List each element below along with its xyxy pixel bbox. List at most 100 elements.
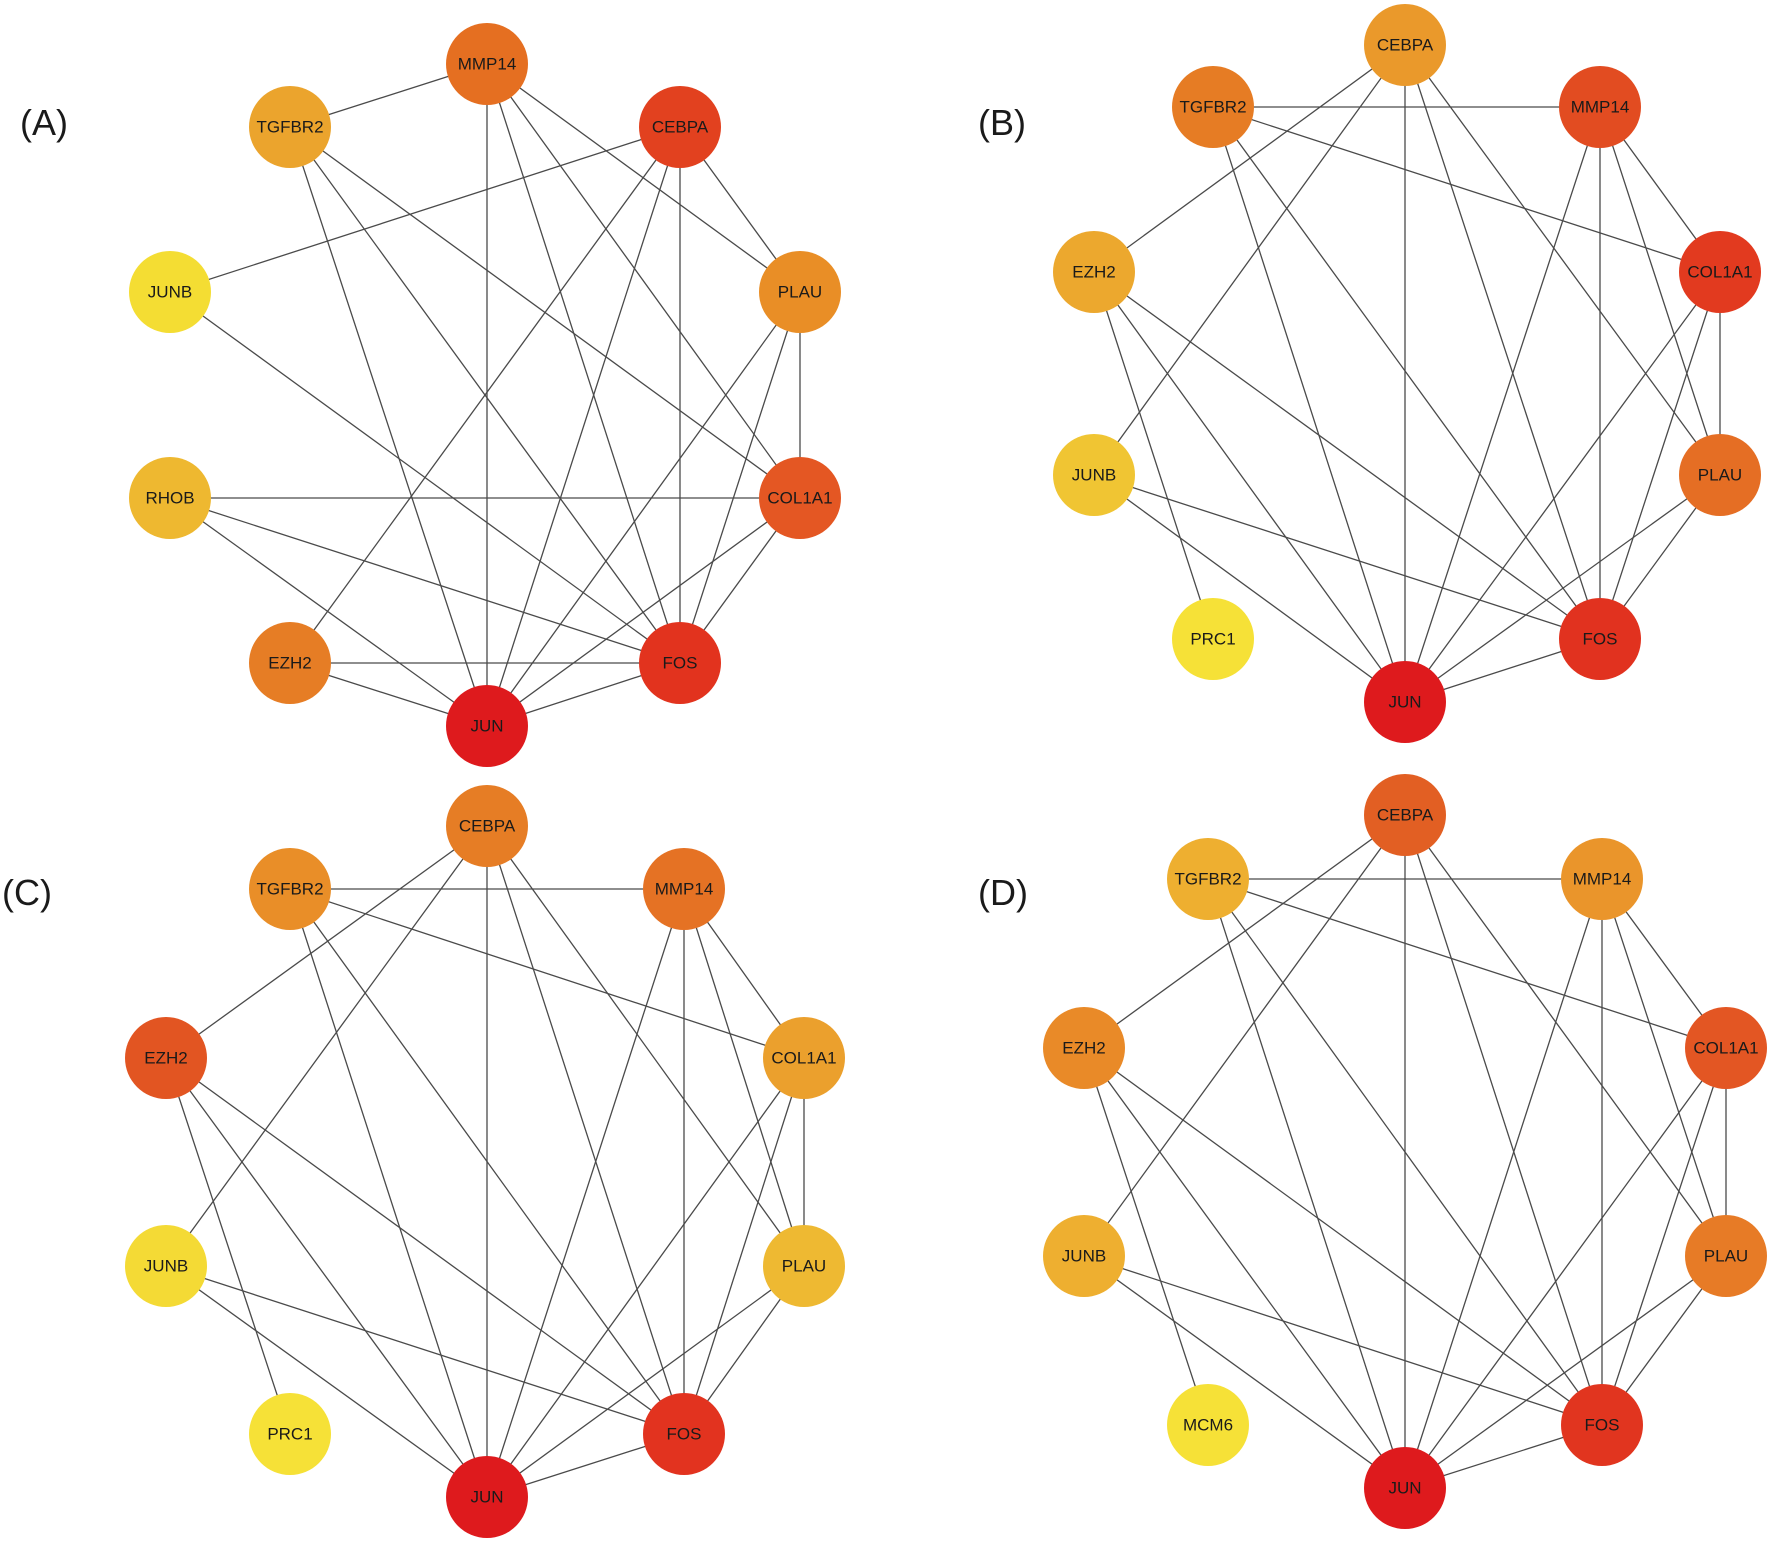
panel-a-node-junb: JUNB xyxy=(129,251,211,333)
panel-b-node-label-plau: PLAU xyxy=(1698,466,1742,485)
panel-d-node-circle-mcm6 xyxy=(1167,1384,1249,1466)
panel-a-node-label-plau: PLAU xyxy=(778,283,822,302)
panel-b-node-label-tgfbr2: TGFBR2 xyxy=(1179,98,1246,117)
panel-c-node-circle-jun xyxy=(446,1456,528,1538)
panel-d-edge-junb-fos xyxy=(1083,1255,1603,1426)
panel-b-edge-junb-fos xyxy=(1093,474,1601,640)
panel-c-node-tgfbr2: TGFBR2 xyxy=(249,848,331,930)
panel-b-edge-col1a1-fos xyxy=(1599,271,1721,640)
panel-a-node-circle-jun xyxy=(446,685,528,767)
panel-c-label: (C) xyxy=(2,872,52,913)
panel-a-node-plau: PLAU xyxy=(759,251,841,333)
panel-a-node-circle-cebpa xyxy=(639,86,721,168)
panel-d-node-circle-fos xyxy=(1561,1384,1643,1466)
panel-d-node-circle-jun xyxy=(1364,1447,1446,1529)
panel-b-edge-cebpa-ezh2 xyxy=(1093,44,1406,273)
panel-b-edge-ezh2-prc1 xyxy=(1093,271,1214,640)
panel-c-node-circle-mmp14 xyxy=(643,848,725,930)
panel-d-edge-ezh2-mcm6 xyxy=(1083,1047,1209,1426)
panel-b-node-label-junb: JUNB xyxy=(1072,466,1116,485)
panel-c-node-label-junb: JUNB xyxy=(144,1257,188,1276)
panel-a-node-cebpa: CEBPA xyxy=(639,86,721,168)
panel-d-edge-cebpa-junb xyxy=(1083,814,1406,1257)
panel-d-node-junb: JUNB xyxy=(1043,1215,1125,1297)
panel-d-node-plau: PLAU xyxy=(1685,1215,1767,1297)
panel-c-edge-junb-jun xyxy=(165,1265,488,1498)
panel-a-node-label-jun: JUN xyxy=(470,717,503,736)
panel-b-node-fos: FOS xyxy=(1559,598,1641,680)
panel-b-node-circle-ezh2 xyxy=(1053,231,1135,313)
panel-b-node-plau: PLAU xyxy=(1679,434,1761,516)
panel-a-node-circle-fos xyxy=(639,622,721,704)
panel-d-node-fos: FOS xyxy=(1561,1384,1643,1466)
panel-c-edge-tgfbr2-jun xyxy=(289,888,488,1498)
panel-a-edge-cebpa-junb xyxy=(169,126,681,293)
panel-d-edge-cebpa-ezh2 xyxy=(1083,814,1406,1049)
panel-b-node-mmp14: MMP14 xyxy=(1559,66,1641,148)
panel-c-node-circle-junb xyxy=(125,1225,207,1307)
panel-b-node-label-fos: FOS xyxy=(1583,630,1618,649)
panel-d-edge-tgfbr2-col1a1 xyxy=(1207,878,1727,1049)
panel-c-node-circle-fos xyxy=(643,1393,725,1475)
panel-a-edge-rhob-fos xyxy=(169,497,681,664)
panel-b-edge-cebpa-junb xyxy=(1093,44,1406,476)
panel-d-edge-ezh2-fos xyxy=(1083,1047,1603,1426)
panel-d-node-circle-mmp14 xyxy=(1561,838,1643,920)
panel-d-node-col1a1: COL1A1 xyxy=(1685,1007,1767,1089)
panel-d-edge-mmp14-plau xyxy=(1601,878,1727,1257)
panel-d-edge-tgfbr2-jun xyxy=(1207,878,1406,1489)
panel-d-node-circle-ezh2 xyxy=(1043,1007,1125,1089)
panel-c-edge-cebpa-ezh2 xyxy=(165,825,488,1059)
panel-c-node-label-prc1: PRC1 xyxy=(267,1425,312,1444)
panel-a-edge-cebpa-ezh2 xyxy=(289,126,681,664)
panel-d-node-label-fos: FOS xyxy=(1585,1416,1620,1435)
panel-a-node-mmp14: MMP14 xyxy=(446,23,528,105)
panel-c-node-label-plau: PLAU xyxy=(782,1257,826,1276)
panel-b-edge-plau-jun xyxy=(1404,474,1721,703)
panel-d-node-label-mmp14: MMP14 xyxy=(1573,870,1632,889)
panel-a-node-circle-col1a1 xyxy=(759,457,841,539)
panel-b-label: (B) xyxy=(978,102,1026,143)
panel-b-edge-tgfbr2-col1a1 xyxy=(1212,106,1721,273)
panel-a-edge-plau-jun xyxy=(486,291,801,727)
panel-c-edge-mmp14-jun xyxy=(486,888,685,1498)
panel-a-node-label-junb: JUNB xyxy=(148,283,192,302)
panel-d-edge-cebpa-fos xyxy=(1404,814,1603,1426)
panel-d-node-label-cebpa: CEBPA xyxy=(1377,806,1434,825)
panel-c-node-circle-ezh2 xyxy=(125,1017,207,1099)
panel-d-edge-cebpa-plau xyxy=(1404,814,1727,1257)
panel-d-node-tgfbr2: TGFBR2 xyxy=(1167,838,1249,920)
panel-a-node-circle-tgfbr2 xyxy=(249,86,331,168)
panel-b-node-circle-cebpa xyxy=(1364,4,1446,86)
panel-d-label: (D) xyxy=(978,872,1028,913)
panel-d-edge-plau-jun xyxy=(1404,1255,1727,1489)
panel-b-edge-cebpa-fos xyxy=(1404,44,1601,640)
panel-a-edge-tgfbr2-jun xyxy=(289,126,488,727)
panel-c-edge-mmp14-plau xyxy=(683,888,805,1267)
panel-a-node-label-col1a1: COL1A1 xyxy=(767,489,832,508)
panel-d-node-jun: JUN xyxy=(1364,1447,1446,1529)
panel-d-node-label-ezh2: EZH2 xyxy=(1062,1039,1105,1058)
panel-c-edge-col1a1-fos xyxy=(683,1057,805,1435)
panel-d-node-cebpa: CEBPA xyxy=(1364,774,1446,856)
panel-a-edge-mmp14-col1a1 xyxy=(486,63,801,499)
panel-b-edge-mmp14-plau xyxy=(1599,106,1721,476)
panel-d-node-label-tgfbr2: TGFBR2 xyxy=(1174,870,1241,889)
panel-b-node-label-col1a1: COL1A1 xyxy=(1687,263,1752,282)
panel-d-node-circle-cebpa xyxy=(1364,774,1446,856)
panel-c-node-jun: JUN xyxy=(446,1456,528,1538)
panel-a-node-label-ezh2: EZH2 xyxy=(268,654,311,673)
panel-c-node-label-mmp14: MMP14 xyxy=(655,880,714,899)
panel-a-node-circle-mmp14 xyxy=(446,23,528,105)
panel-b-node-circle-jun xyxy=(1364,661,1446,743)
panel-b-node-label-prc1: PRC1 xyxy=(1190,630,1235,649)
panel-d-node-label-junb: JUNB xyxy=(1062,1247,1106,1266)
panel-b-node-circle-prc1 xyxy=(1172,598,1254,680)
panel-b-node-tgfbr2: TGFBR2 xyxy=(1172,66,1254,148)
panel-b-node-circle-mmp14 xyxy=(1559,66,1641,148)
panel-c-node-label-jun: JUN xyxy=(470,1488,503,1507)
panel-b-node-circle-junb xyxy=(1053,434,1135,516)
panel-d-node-ezh2: EZH2 xyxy=(1043,1007,1125,1089)
